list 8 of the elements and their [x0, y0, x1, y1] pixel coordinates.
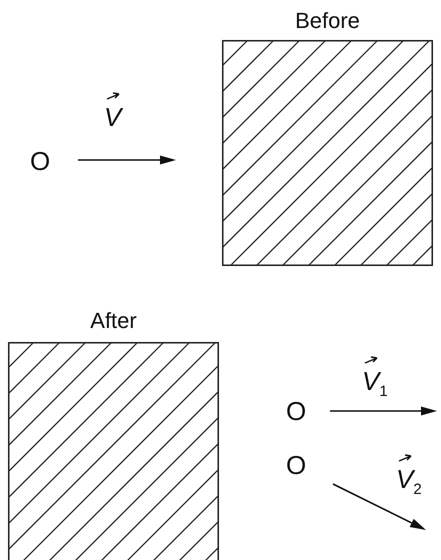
particle-label: O: [286, 398, 306, 424]
vector-label: V$_{1}$: [362, 368, 388, 400]
particle-label: O: [30, 148, 50, 174]
panel-heading: Before: [294, 8, 361, 34]
panel-heading: After: [89, 308, 138, 334]
particle-label: O: [286, 452, 306, 478]
vector-label: V: [104, 104, 122, 130]
vector-label: V$_{2}$: [396, 466, 422, 498]
